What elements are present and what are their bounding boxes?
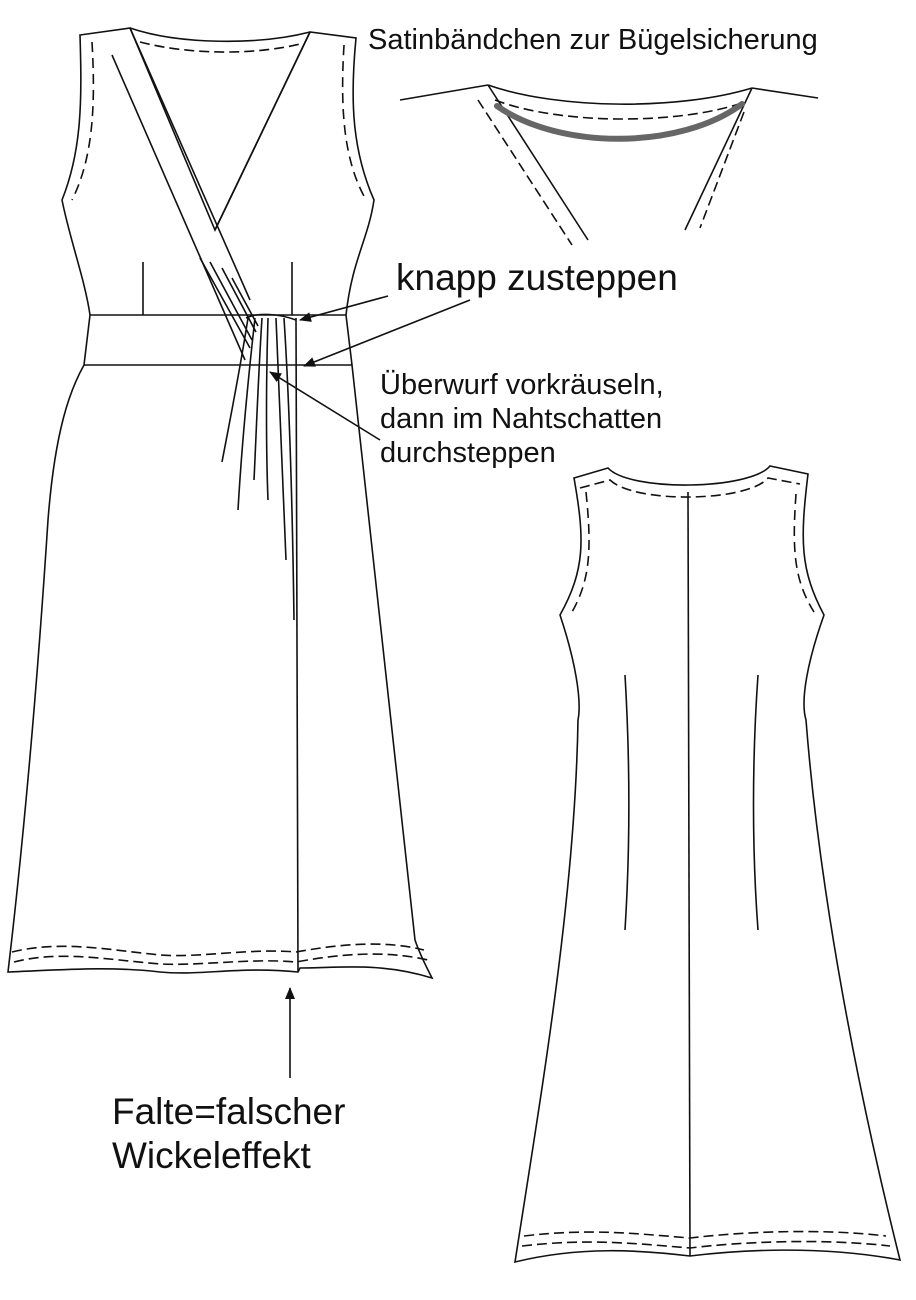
arrow-knapp-lower	[303, 300, 470, 366]
back-armhole-left-stitching	[572, 492, 589, 612]
label-satin-ribbon: Satinbändchen zur Bügelsicherung	[368, 24, 818, 56]
back-neck-stitching	[580, 478, 800, 497]
front-neckline-right	[215, 32, 310, 230]
label-ueberwurf-line: dann im Nahtschatten	[380, 403, 663, 435]
label-ueberwurf: Überwurf vorkräuseln, dann im Nahtschatt…	[380, 368, 664, 470]
satin-ribbon	[497, 104, 742, 139]
front-armhole-left-stitching	[72, 42, 93, 200]
detail-neckband	[488, 85, 752, 104]
back-dress-drawing	[515, 466, 900, 1262]
label-falte: Falte=falscher Wickeleffekt	[112, 1090, 345, 1178]
label-falte-line: Wickeleffekt	[112, 1135, 311, 1176]
front-hem-stitching-1	[12, 944, 424, 956]
label-ueberwurf-line: durchsteppen	[380, 437, 556, 469]
annotation-arrows	[269, 296, 470, 1078]
back-dress-outline	[515, 466, 900, 1262]
back-dart-right	[754, 675, 759, 930]
label-ueberwurf-line: Überwurf vorkräuseln,	[380, 369, 664, 401]
label-falte-line: Falte=falscher	[112, 1091, 346, 1132]
back-hem-stitching-2	[522, 1242, 890, 1248]
front-hem-stitching-2	[14, 954, 428, 964]
arrow-ueberwurf	[269, 372, 380, 440]
back-center-seam	[688, 492, 690, 1256]
front-neck-stitching	[140, 42, 300, 52]
detail-left-stitching	[478, 100, 572, 245]
neckline-detail-drawing	[400, 85, 818, 245]
front-fold-line	[296, 318, 298, 972]
label-knapp-zusteppen: knapp zusteppen	[396, 257, 678, 298]
front-neckband-top	[130, 28, 310, 41]
front-neckline-left-outer	[130, 28, 250, 300]
front-neckline-left-inner	[112, 55, 245, 360]
detail-shoulder-right	[752, 88, 818, 98]
detail-neckline-right	[685, 88, 752, 230]
front-dress-outline	[8, 28, 432, 978]
arrow-knapp-upper	[299, 296, 388, 322]
front-dress-drawing	[8, 28, 432, 978]
front-armhole-right-stitching	[343, 45, 365, 198]
detail-right-stitching	[700, 112, 744, 228]
detail-neck-stitching	[495, 100, 745, 119]
detail-shoulder-left	[400, 85, 488, 100]
back-dart-left	[625, 675, 629, 930]
front-gathers	[200, 258, 296, 620]
back-hem-stitching-1	[524, 1232, 886, 1238]
back-armhole-right-stitching	[794, 494, 814, 612]
